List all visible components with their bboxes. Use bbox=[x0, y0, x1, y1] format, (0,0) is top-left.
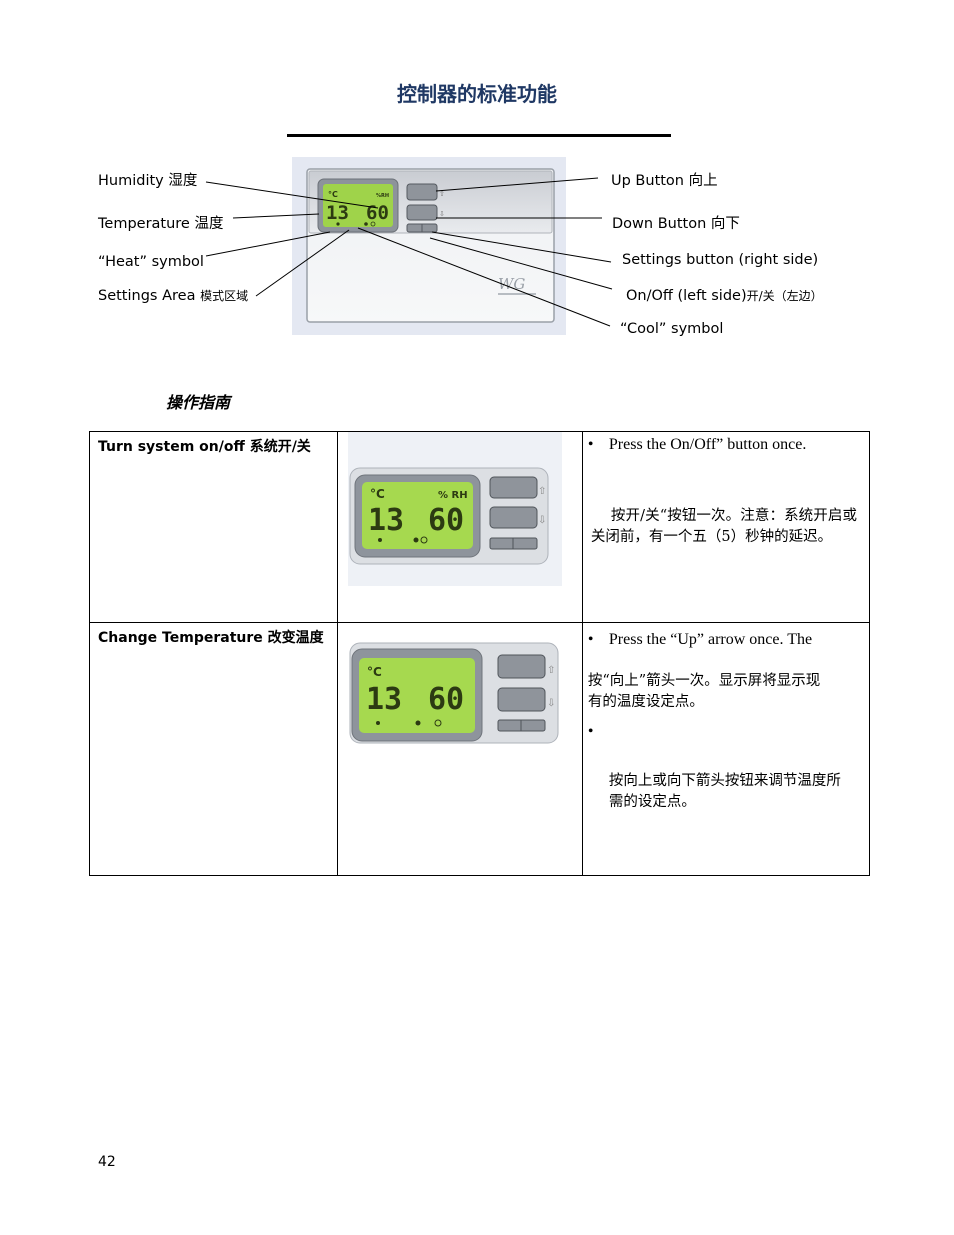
up-button bbox=[406, 183, 438, 201]
leader-settings-button bbox=[431, 231, 612, 263]
row2-controller-image: °C 13 60 ⇧ ⇩ bbox=[349, 642, 559, 744]
lcd-screen bbox=[323, 184, 393, 227]
table-row: Turn system on/off 系统开/关 °C % RH 13 60 ⇧… bbox=[89, 431, 871, 623]
row2-instructions-cell: • Press the “Up” arrow once. The 按“向上”箭头… bbox=[581, 622, 871, 876]
svg-text:⇧: ⇧ bbox=[538, 486, 546, 497]
row2-cool-icon bbox=[434, 719, 442, 727]
up-arrow-icon: ⇧ bbox=[439, 190, 445, 198]
row2-heat-icon bbox=[375, 721, 380, 725]
down-button bbox=[406, 204, 438, 221]
row1-label: Turn system on/off 系统开/关 bbox=[98, 439, 311, 455]
lcd-temp-digits: 13 bbox=[326, 202, 349, 224]
label-temperature: Temperature 温度 bbox=[98, 216, 224, 232]
row1-fan-icon bbox=[413, 537, 419, 543]
row2-lcd-temp: 13 bbox=[366, 682, 402, 717]
row1-lcd-temp: 13 bbox=[368, 503, 404, 538]
svg-text:⇩: ⇩ bbox=[547, 698, 555, 709]
bullet-dot-icon: • bbox=[587, 723, 594, 740]
controller-illustration: °C %RH 13 60 ⇧ ⇩ WG bbox=[205, 157, 613, 335]
label-onoff: On/Off (left side)开/关（左边） bbox=[626, 287, 823, 304]
label-settings-button: Settings button (right side) bbox=[622, 252, 819, 268]
row2-up-button bbox=[497, 654, 546, 679]
svg-text:⇩: ⇩ bbox=[538, 515, 546, 526]
heat-icon bbox=[336, 222, 340, 226]
row2-cn-text-2: 按向上或向下箭头按钮来调节温度所需的设定点。 bbox=[608, 773, 841, 810]
bullet-dot-icon: • bbox=[587, 436, 594, 453]
leader-heat bbox=[205, 231, 331, 257]
row2-bullet-2: • bbox=[588, 723, 869, 741]
row2-lcd-unit-c: °C bbox=[367, 665, 382, 679]
row1-instructions-cell: • Press the On/Off” button once. 按开/关“按钮… bbox=[581, 431, 871, 623]
bullet-dot-icon: • bbox=[587, 631, 594, 648]
label-onoff-cn: 开/关（左边） bbox=[746, 289, 823, 303]
label-settings-area-en: Settings Area bbox=[98, 288, 201, 304]
lcd-unit-rh: %RH bbox=[376, 193, 389, 199]
label-humidity: Humidity 湿度 bbox=[98, 173, 198, 189]
svg-text:⇧: ⇧ bbox=[547, 665, 555, 676]
label-onoff-en: On/Off (left side) bbox=[626, 288, 747, 304]
controller-diagram: °C %RH 13 60 ⇧ ⇩ WG Humidity 湿度 Temperat… bbox=[0, 0, 954, 360]
row1-lcd-humidity: 60 bbox=[428, 503, 464, 538]
row1-lcd-unit-rh: % RH bbox=[438, 490, 468, 501]
lcd-unit-c: °C bbox=[328, 190, 338, 199]
page-number: 42 bbox=[98, 1154, 116, 1170]
label-down-button: Down Button 向下 bbox=[612, 216, 740, 232]
leader-onoff bbox=[429, 237, 613, 290]
title-underline bbox=[287, 134, 671, 137]
row2-label-cell: Change Temperature 改变温度 bbox=[89, 622, 338, 876]
table-row: Change Temperature 改变温度 °C 13 60 ⇧ ⇩ bbox=[89, 622, 871, 876]
row1-bullet: • Press the On/Off” button once. bbox=[588, 436, 869, 454]
row2-bullet: • Press the “Up” arrow once. The bbox=[588, 631, 869, 649]
wg-logo: WG bbox=[498, 275, 525, 293]
row1-bullet-text: Press the On/Off” button once. bbox=[608, 436, 807, 453]
leader-cool bbox=[357, 227, 611, 327]
lcd-humidity-digits: 60 bbox=[366, 202, 389, 224]
row1-heat-icon bbox=[377, 538, 382, 542]
fan-icon bbox=[364, 222, 368, 226]
row1-cool-icon bbox=[420, 536, 428, 544]
row2-label: Change Temperature 改变温度 bbox=[98, 630, 324, 646]
wg-logo-tagline bbox=[498, 293, 536, 295]
down-arrow-icon: ⇩ bbox=[439, 211, 445, 218]
row2-lcd-humidity: 60 bbox=[428, 682, 464, 717]
row1-up-button bbox=[489, 476, 538, 499]
row2-cn-text-1: 按“向上”箭头一次。显示屏将显示现有的温度设定点。 bbox=[587, 673, 821, 710]
label-settings-area: Settings Area 模式区域 bbox=[98, 287, 248, 304]
row1-lcd-unit-c: °C bbox=[370, 487, 385, 501]
page-title: 控制器的标准功能 bbox=[397, 82, 557, 106]
cool-icon bbox=[370, 221, 376, 227]
label-cool-symbol: “Cool” symbol bbox=[620, 321, 724, 337]
label-heat-symbol: “Heat” symbol bbox=[98, 254, 204, 270]
leader-settings-area bbox=[255, 229, 350, 297]
row2-bullet-text: Press the “Up” arrow once. The bbox=[608, 631, 813, 648]
leader-humidity bbox=[205, 181, 379, 209]
label-up-button: Up Button 向上 bbox=[611, 173, 718, 189]
row1-down-button bbox=[489, 506, 538, 529]
leader-temperature bbox=[232, 213, 320, 219]
row1-controller-image: °C % RH 13 60 ⇧ ⇩ bbox=[347, 432, 562, 586]
leader-up bbox=[435, 177, 599, 192]
row1-image-cell: °C % RH 13 60 ⇧ ⇩ bbox=[336, 431, 583, 623]
operations-table: Turn system on/off 系统开/关 °C % RH 13 60 ⇧… bbox=[89, 431, 871, 876]
guide-heading: 操作指南 bbox=[166, 393, 231, 412]
row2-fan-icon bbox=[415, 720, 421, 726]
row2-image-cell: °C 13 60 ⇧ ⇩ bbox=[336, 622, 583, 876]
row1-label-cell: Turn system on/off 系统开/关 bbox=[89, 431, 338, 623]
row1-cn-text: 按开/关“按钮一次。注意：系统开启或关闭前，有一个五（5）秒钟的延迟。 bbox=[590, 508, 857, 545]
label-settings-area-cn: 模式区域 bbox=[200, 289, 249, 303]
row2-down-button bbox=[497, 687, 546, 712]
